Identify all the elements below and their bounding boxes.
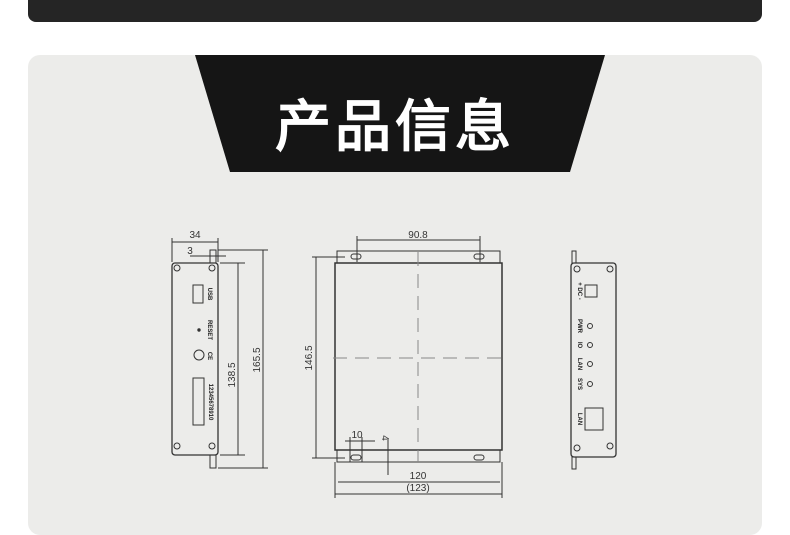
top-view: 90.8 146.5 10 4 120 (123) bbox=[304, 230, 505, 498]
dim-width: 34 bbox=[189, 230, 201, 241]
title-tab bbox=[195, 55, 605, 172]
dim-slot: 10 bbox=[351, 430, 363, 441]
label-pwr: PWR bbox=[576, 319, 582, 334]
label-lan1: LAN bbox=[576, 358, 582, 370]
dim-outer-width: (123) bbox=[406, 483, 429, 494]
left-view: 34 3 138.5 165.5 USB RESET CE 1234567891… bbox=[171, 230, 268, 469]
technical-drawing: 34 3 138.5 165.5 USB RESET CE 1234567891… bbox=[171, 230, 617, 498]
label-usb: USB bbox=[206, 288, 212, 301]
dim-width: 120 bbox=[410, 471, 427, 482]
right-view: + DC - PWR IO LAN SYS LAN bbox=[570, 250, 617, 470]
top-bar bbox=[28, 0, 762, 22]
label-dc: + DC - bbox=[576, 282, 582, 300]
label-serial: 12345678910 bbox=[207, 384, 213, 421]
label-lan2: LAN bbox=[576, 413, 582, 425]
dim-edge: 4 bbox=[379, 435, 390, 441]
dim-outer-height: 165.5 bbox=[252, 347, 263, 372]
dim-tab: 3 bbox=[187, 246, 193, 257]
label-reset: RESET bbox=[206, 320, 212, 340]
dim-height: 146.5 bbox=[304, 345, 315, 370]
dim-inner-height: 138.5 bbox=[227, 362, 238, 387]
page-title: 产品信息 bbox=[275, 95, 515, 160]
label-sys: SYS bbox=[576, 378, 582, 390]
label-ce: CE bbox=[206, 352, 212, 360]
label-io: IO bbox=[576, 342, 582, 349]
dim-hole-span: 90.8 bbox=[408, 230, 428, 241]
